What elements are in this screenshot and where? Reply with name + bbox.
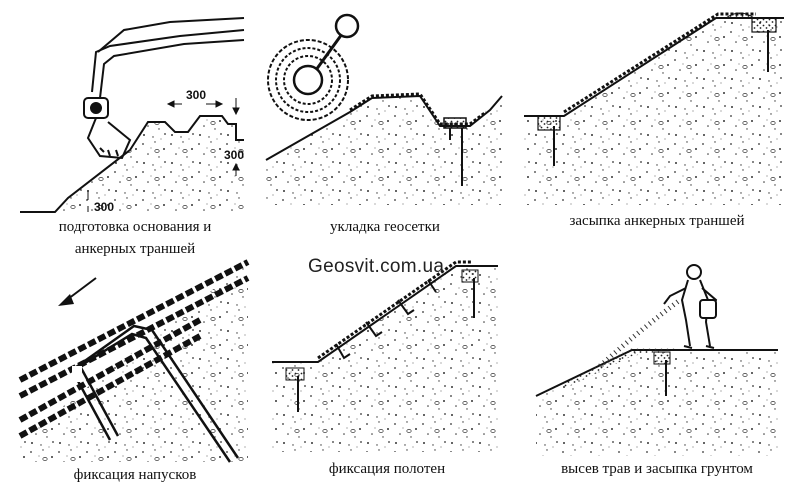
panel-3-ground xyxy=(524,18,784,205)
caption-panel-2-line-1: укладка геосетки xyxy=(330,219,440,235)
panel-2-laying xyxy=(265,13,503,205)
caption-panel-1-line-2: анкерных траншей xyxy=(74,241,196,257)
panel-4-geogrid-band-bottom xyxy=(18,317,202,439)
caption-panel-6-line-1: высев трав и засыпка грунтом xyxy=(561,461,753,477)
dimension-width xyxy=(166,100,224,108)
dimension-depth-label: 300 xyxy=(224,148,244,162)
caption-panel-6: высев трав и засыпка грунтом xyxy=(524,458,790,480)
watermark: Geosvit.com.ua xyxy=(308,256,445,277)
caption-panel-4-line-1: фиксация напусков xyxy=(73,467,197,483)
caption-panel-3-line-1: засыпка анкерных траншей xyxy=(569,213,745,229)
caption-panel-1-line-1: подготовка основания и xyxy=(58,219,212,235)
panel-5-geogrid-line xyxy=(317,260,472,360)
panel-5-profile-line xyxy=(272,265,498,363)
caption-panel-5: фиксация полотен xyxy=(272,458,502,480)
panel-2-profile-line xyxy=(265,94,503,161)
caption-panel-4: фиксация напусков xyxy=(20,464,250,486)
caption-panel-3: засыпка анкерных траншей xyxy=(524,210,790,232)
panel-6-topsoil xyxy=(560,348,680,388)
caption-panel-5-line-1: фиксация полотен xyxy=(328,461,446,477)
panel-2-geogrid-line xyxy=(349,92,487,126)
panel-4-overlap xyxy=(18,259,250,463)
dimension-width-label: 300 xyxy=(186,88,206,102)
worker-icon xyxy=(663,264,718,349)
panel-1-profile-line xyxy=(20,115,244,213)
dimension-depth xyxy=(232,98,240,176)
dimension-offset-label: 300 xyxy=(94,200,114,214)
panel-5-fixing xyxy=(272,260,498,452)
excavator-icon xyxy=(83,17,245,160)
panel-5-ground xyxy=(272,266,498,452)
panel-4-ground xyxy=(20,262,248,462)
panel-4-staple xyxy=(70,324,240,463)
caption-panel-2: укладка геосетки xyxy=(270,216,500,238)
panel-2-ground xyxy=(266,96,502,205)
panel-6-ground xyxy=(536,350,778,456)
panel-6-seeding xyxy=(535,264,778,456)
panel-3-backfill xyxy=(524,12,784,205)
panel-1-ground xyxy=(20,116,244,212)
geogrid-roll-icon xyxy=(267,13,360,121)
panel-1-preparation: 300 300 300 xyxy=(20,17,245,214)
panel-4-geogrid-band-top xyxy=(18,259,250,399)
caption-panel-1: подготовка основания и анкерных траншей xyxy=(20,216,250,260)
